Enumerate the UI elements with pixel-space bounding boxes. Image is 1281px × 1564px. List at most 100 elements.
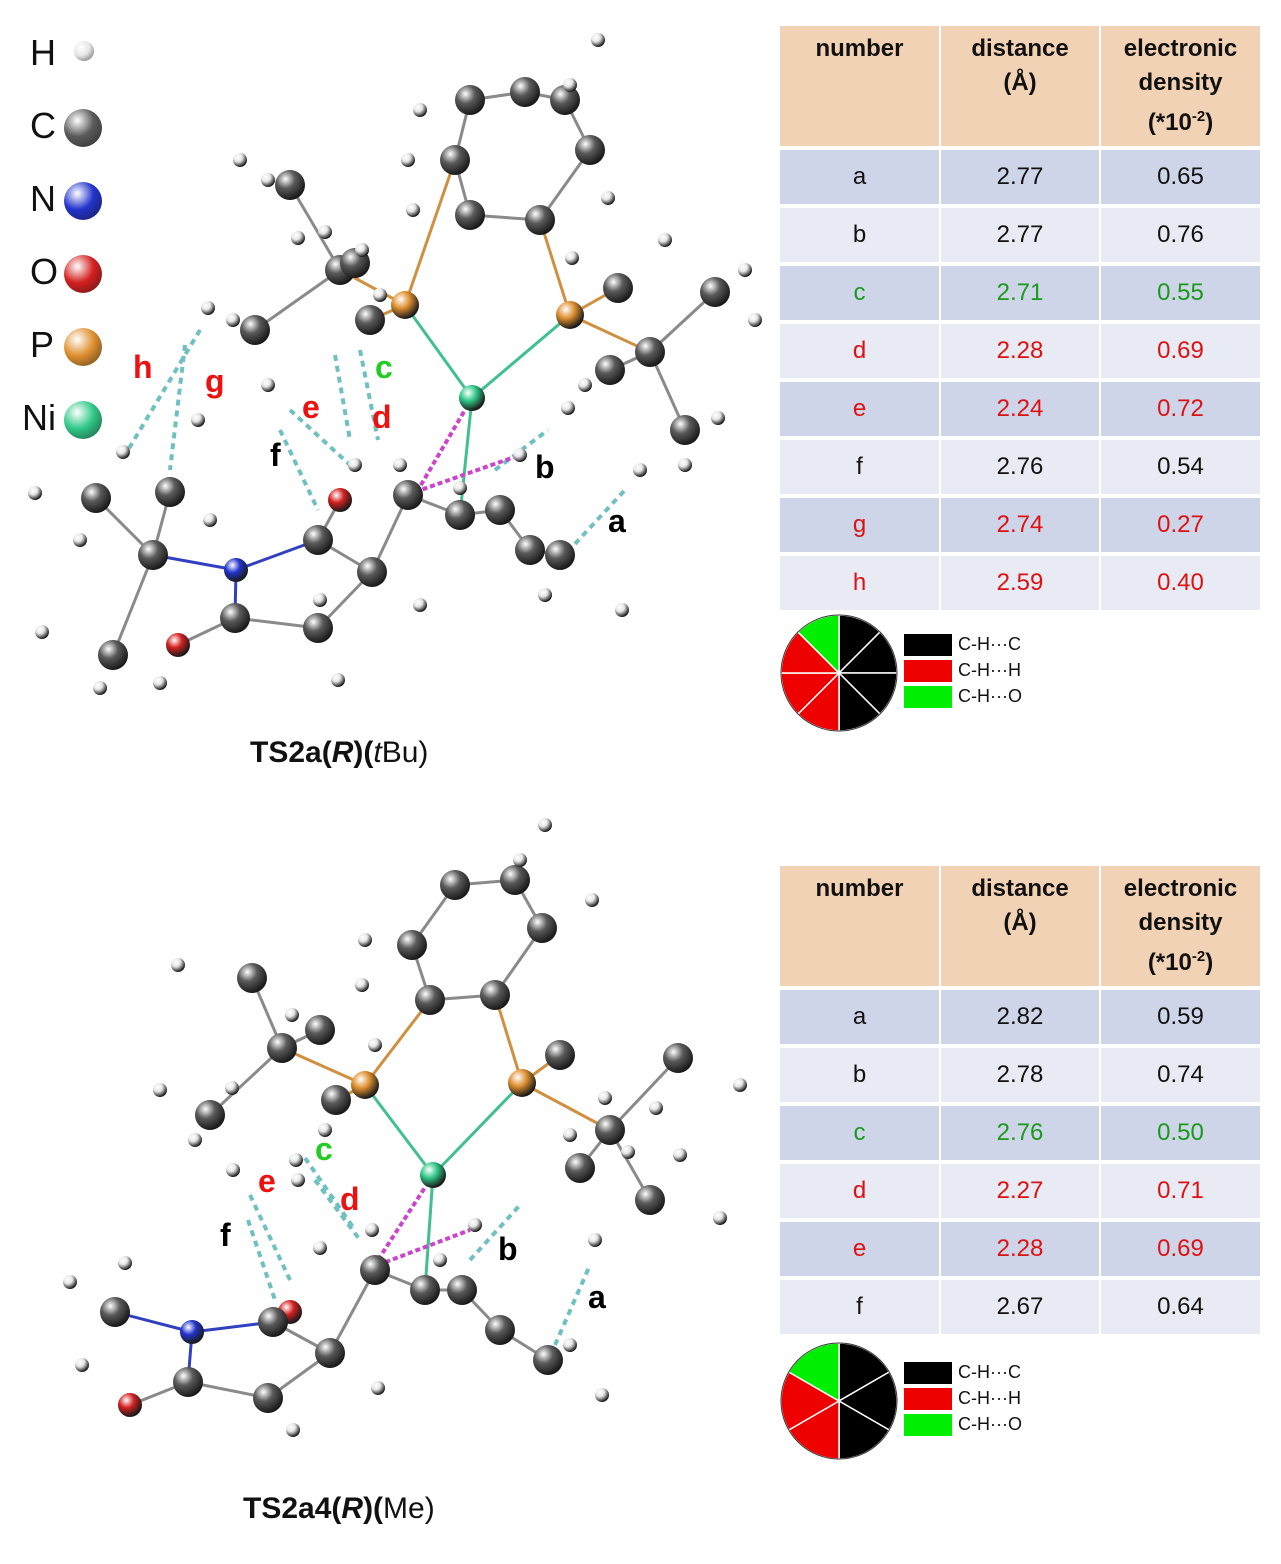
atom-h [75, 1358, 89, 1372]
legend-row-ni: Ni [22, 387, 132, 460]
legend-label: C-H···O [958, 686, 1022, 706]
bond-line [208, 1046, 284, 1117]
atom-h [468, 1218, 482, 1232]
atom-c [485, 1315, 515, 1345]
atom-c [253, 1383, 283, 1413]
bond-line [493, 994, 524, 1084]
legend-swatch [904, 660, 952, 682]
caption-part: R [331, 736, 354, 769]
legend-label: C-H···C [958, 1362, 1021, 1382]
atom-h [393, 458, 407, 472]
atom-ball-p-icon [64, 328, 102, 366]
ni-agostic-line [376, 1173, 435, 1262]
weak-interaction-line [313, 1178, 362, 1242]
cell-distance: 2.28 [940, 1218, 1101, 1278]
atom-c [545, 540, 575, 570]
cell-density: 0.76 [1100, 204, 1260, 264]
cell-density: 0.69 [1100, 320, 1260, 380]
bond-line [363, 1084, 435, 1176]
atom-c [595, 355, 625, 385]
atom-c [303, 525, 333, 555]
atom-h [713, 1211, 727, 1225]
atom-c [410, 1275, 440, 1305]
atom-c [510, 77, 540, 107]
atom-c [440, 870, 470, 900]
cell-distance: 2.74 [940, 494, 1101, 554]
atom-h [365, 1223, 379, 1237]
atom-ball-ni-icon [64, 401, 102, 439]
bond-line [254, 268, 341, 332]
legend-label: C-H···H [958, 660, 1021, 680]
weak-interaction-line [333, 354, 352, 441]
atom-ball-n-icon [64, 182, 102, 220]
atom-c [527, 913, 557, 943]
atom-c [240, 315, 270, 345]
atom-h [286, 1423, 300, 1437]
header-text: (*10 [1147, 109, 1192, 136]
atom-h [373, 288, 387, 302]
legend-swatch [904, 1414, 952, 1436]
bond-label-d: d [372, 399, 392, 435]
atom-h [401, 153, 415, 167]
cell-distance: 2.27 [940, 1160, 1101, 1220]
atom-p [391, 291, 419, 319]
header-line: (Å) [1003, 909, 1037, 936]
header-text: ) [1205, 109, 1214, 136]
atom-c [355, 305, 385, 335]
atom-h [289, 1153, 303, 1167]
atom-n [180, 1320, 204, 1344]
atom-c [100, 1297, 130, 1327]
atom-c [525, 205, 555, 235]
atom-c [595, 1115, 625, 1145]
atom-h [585, 893, 599, 907]
atom-c [397, 930, 427, 960]
atom-h [331, 673, 345, 687]
pie-chart-ts2a4-me [780, 1342, 898, 1460]
atom-c [485, 495, 515, 525]
atom-c [415, 985, 445, 1015]
column-header: number [780, 866, 941, 988]
bond-line [431, 1081, 524, 1177]
atom-n [224, 558, 248, 582]
atom-h [678, 458, 692, 472]
atom-c [533, 1345, 563, 1375]
caption-part: TS2a4( [243, 1492, 342, 1525]
weak-interaction-line [553, 1264, 592, 1346]
atom-c [447, 1275, 477, 1305]
atom-h [673, 1148, 687, 1162]
caption-part: R [341, 1492, 364, 1525]
atom-h [226, 1163, 240, 1177]
atom-c [575, 135, 605, 165]
weak-interaction-line [468, 1203, 522, 1262]
atom-c [670, 415, 700, 445]
cell-number: e [780, 1218, 941, 1278]
atom-h [561, 401, 575, 415]
cell-number: a [780, 146, 941, 206]
cell-density: 0.69 [1100, 1218, 1260, 1278]
legend-swatch [904, 686, 952, 708]
cell-distance: 2.78 [940, 1044, 1101, 1104]
atom-h [433, 1253, 447, 1267]
weak-interaction-line [126, 328, 202, 452]
legend-swatch [904, 1362, 952, 1384]
atom-h [226, 313, 240, 327]
atom-c [550, 85, 580, 115]
bond-line [363, 999, 432, 1086]
cell-distance: 2.76 [940, 436, 1101, 496]
atom-h [658, 233, 672, 247]
header-line: (Å) [1003, 69, 1037, 96]
header-line: electronic [1123, 875, 1238, 902]
atom-c [700, 277, 730, 307]
atom-ball-c-icon [64, 109, 102, 147]
caption-part: Me) [383, 1492, 435, 1525]
legend-symbol: O [30, 251, 59, 292]
atom-c [237, 963, 267, 993]
atom-h [538, 818, 552, 832]
atom-h [233, 153, 247, 167]
